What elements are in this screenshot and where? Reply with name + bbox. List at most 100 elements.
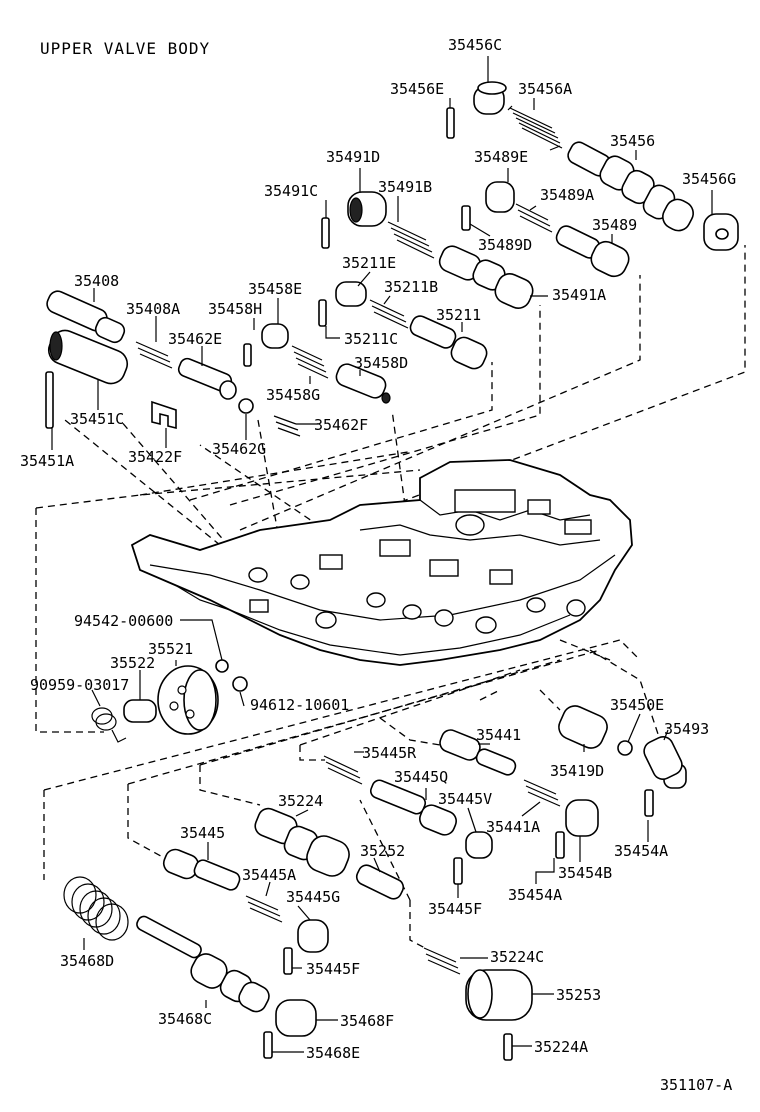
- part-35489a: [515, 203, 553, 233]
- part-35491a: [438, 245, 534, 309]
- part-35458d: [335, 363, 391, 404]
- label-35451c: 35451C: [70, 410, 124, 428]
- part-35458g: [291, 345, 329, 379]
- part-35489d: [461, 205, 471, 231]
- part-35462f: [273, 415, 301, 437]
- label-35445f-lower: 35445F: [306, 960, 360, 978]
- part-35422f: [151, 400, 177, 430]
- label-35458e: 35458E: [248, 280, 302, 298]
- label-94542-00600: 94542-00600: [74, 612, 173, 630]
- label-35491c: 35491C: [264, 182, 318, 200]
- parts: [45, 81, 739, 1061]
- part-35456: [567, 141, 694, 232]
- label-35462g: 35462G: [212, 440, 266, 458]
- part-35445a: [245, 895, 283, 923]
- label-35445q: 35445Q: [394, 768, 448, 786]
- part-35462e: [177, 357, 237, 400]
- label-35441: 35441: [476, 726, 521, 744]
- part-35521: [157, 665, 219, 735]
- label-35224: 35224: [278, 792, 323, 810]
- part-35451c: [47, 329, 129, 385]
- part-35445r: [323, 755, 363, 785]
- label-35451a: 35451A: [20, 452, 74, 470]
- label-35211: 35211: [436, 306, 481, 324]
- label-35253: 35253: [556, 986, 601, 1004]
- part-35468e: [263, 1031, 273, 1059]
- part-35211c: [318, 299, 327, 327]
- part-35445f-lower: [283, 947, 293, 975]
- part-35211b: [369, 299, 409, 329]
- label-35454a-upper: 35454A: [614, 842, 668, 860]
- label-35489a: 35489A: [540, 186, 594, 204]
- label-35456e: 35456E: [390, 80, 444, 98]
- figure-code: 351107-A: [660, 1076, 732, 1094]
- label-35445a: 35445A: [242, 866, 296, 884]
- label-35489e: 35489E: [474, 148, 528, 166]
- part-35491d: [347, 191, 387, 227]
- label-35468d: 35468D: [60, 952, 114, 970]
- part-35489: [555, 225, 630, 278]
- part-35522: [123, 699, 157, 723]
- label-35491b: 35491B: [378, 178, 432, 196]
- part-35462g: [238, 398, 254, 414]
- label-35491d: 35491D: [326, 148, 380, 166]
- label-35211e: 35211E: [342, 254, 396, 272]
- part-35456c: [473, 81, 507, 115]
- upper-valve-body-casting: [130, 459, 633, 666]
- part-35408a: [135, 341, 173, 369]
- part-35445g: [297, 919, 329, 953]
- part-35468d: [63, 876, 129, 941]
- part-94542-00600: [215, 659, 229, 673]
- label-35445: 35445: [180, 824, 225, 842]
- part-35454a-lower: [555, 831, 565, 859]
- label-35211b: 35211B: [384, 278, 438, 296]
- label-90959-03017: 90959-03017: [30, 676, 129, 694]
- part-35456e: [446, 107, 455, 139]
- label-35454b: 35454B: [558, 864, 612, 882]
- label-35522: 35522: [110, 654, 155, 672]
- label-35408a: 35408A: [126, 300, 180, 318]
- label-35462f: 35462F: [314, 416, 368, 434]
- label-35489d: 35489D: [478, 236, 532, 254]
- part-35224a: [503, 1033, 513, 1061]
- part-35458e: [261, 323, 289, 349]
- label-35445f-upper: 35445F: [428, 900, 482, 918]
- part-35491c: [321, 217, 330, 249]
- label-35450e: 35450E: [610, 696, 664, 714]
- label-35468c: 35468C: [158, 1010, 212, 1028]
- part-35211e: [335, 281, 367, 307]
- part-35451a: [45, 371, 54, 429]
- label-35211c: 35211C: [344, 330, 398, 348]
- part-35445f-upper: [453, 857, 463, 885]
- label-35521: 35521: [148, 640, 193, 658]
- part-35454b: [565, 799, 599, 837]
- label-35489: 35489: [592, 216, 637, 234]
- label-35445r: 35445R: [362, 744, 417, 762]
- part-35491b: [387, 221, 435, 259]
- part-35454a-upper: [644, 789, 654, 817]
- part-35456g: [703, 213, 739, 251]
- part-35441a: [523, 779, 561, 807]
- part-35441: [439, 729, 517, 776]
- part-35419d: [558, 705, 608, 749]
- label-35458d: 35458D: [354, 354, 408, 372]
- part-35445: [162, 848, 241, 891]
- label-35456c: 35456C: [448, 36, 502, 54]
- part-35468f: [275, 999, 317, 1037]
- label-35491a: 35491A: [552, 286, 606, 304]
- label-35224c: 35224C: [490, 948, 544, 966]
- label-35456g: 35456G: [682, 170, 736, 188]
- label-35419d: 35419D: [550, 762, 604, 780]
- part-35211: [409, 315, 488, 370]
- label-35468f: 35468F: [340, 1012, 394, 1030]
- label-35493: 35493: [664, 720, 709, 738]
- part-94612-10601: [232, 676, 248, 692]
- part-35456a: [507, 105, 563, 151]
- leader-lines: [51, 56, 713, 1053]
- part-35468c: [136, 915, 270, 1013]
- part-labels: 35456C 35456E 35456A 35456 35456G 35491D…: [20, 36, 736, 1062]
- part-35458h: [243, 343, 252, 367]
- part-35252: [355, 864, 405, 900]
- label-35462e: 35462E: [168, 330, 222, 348]
